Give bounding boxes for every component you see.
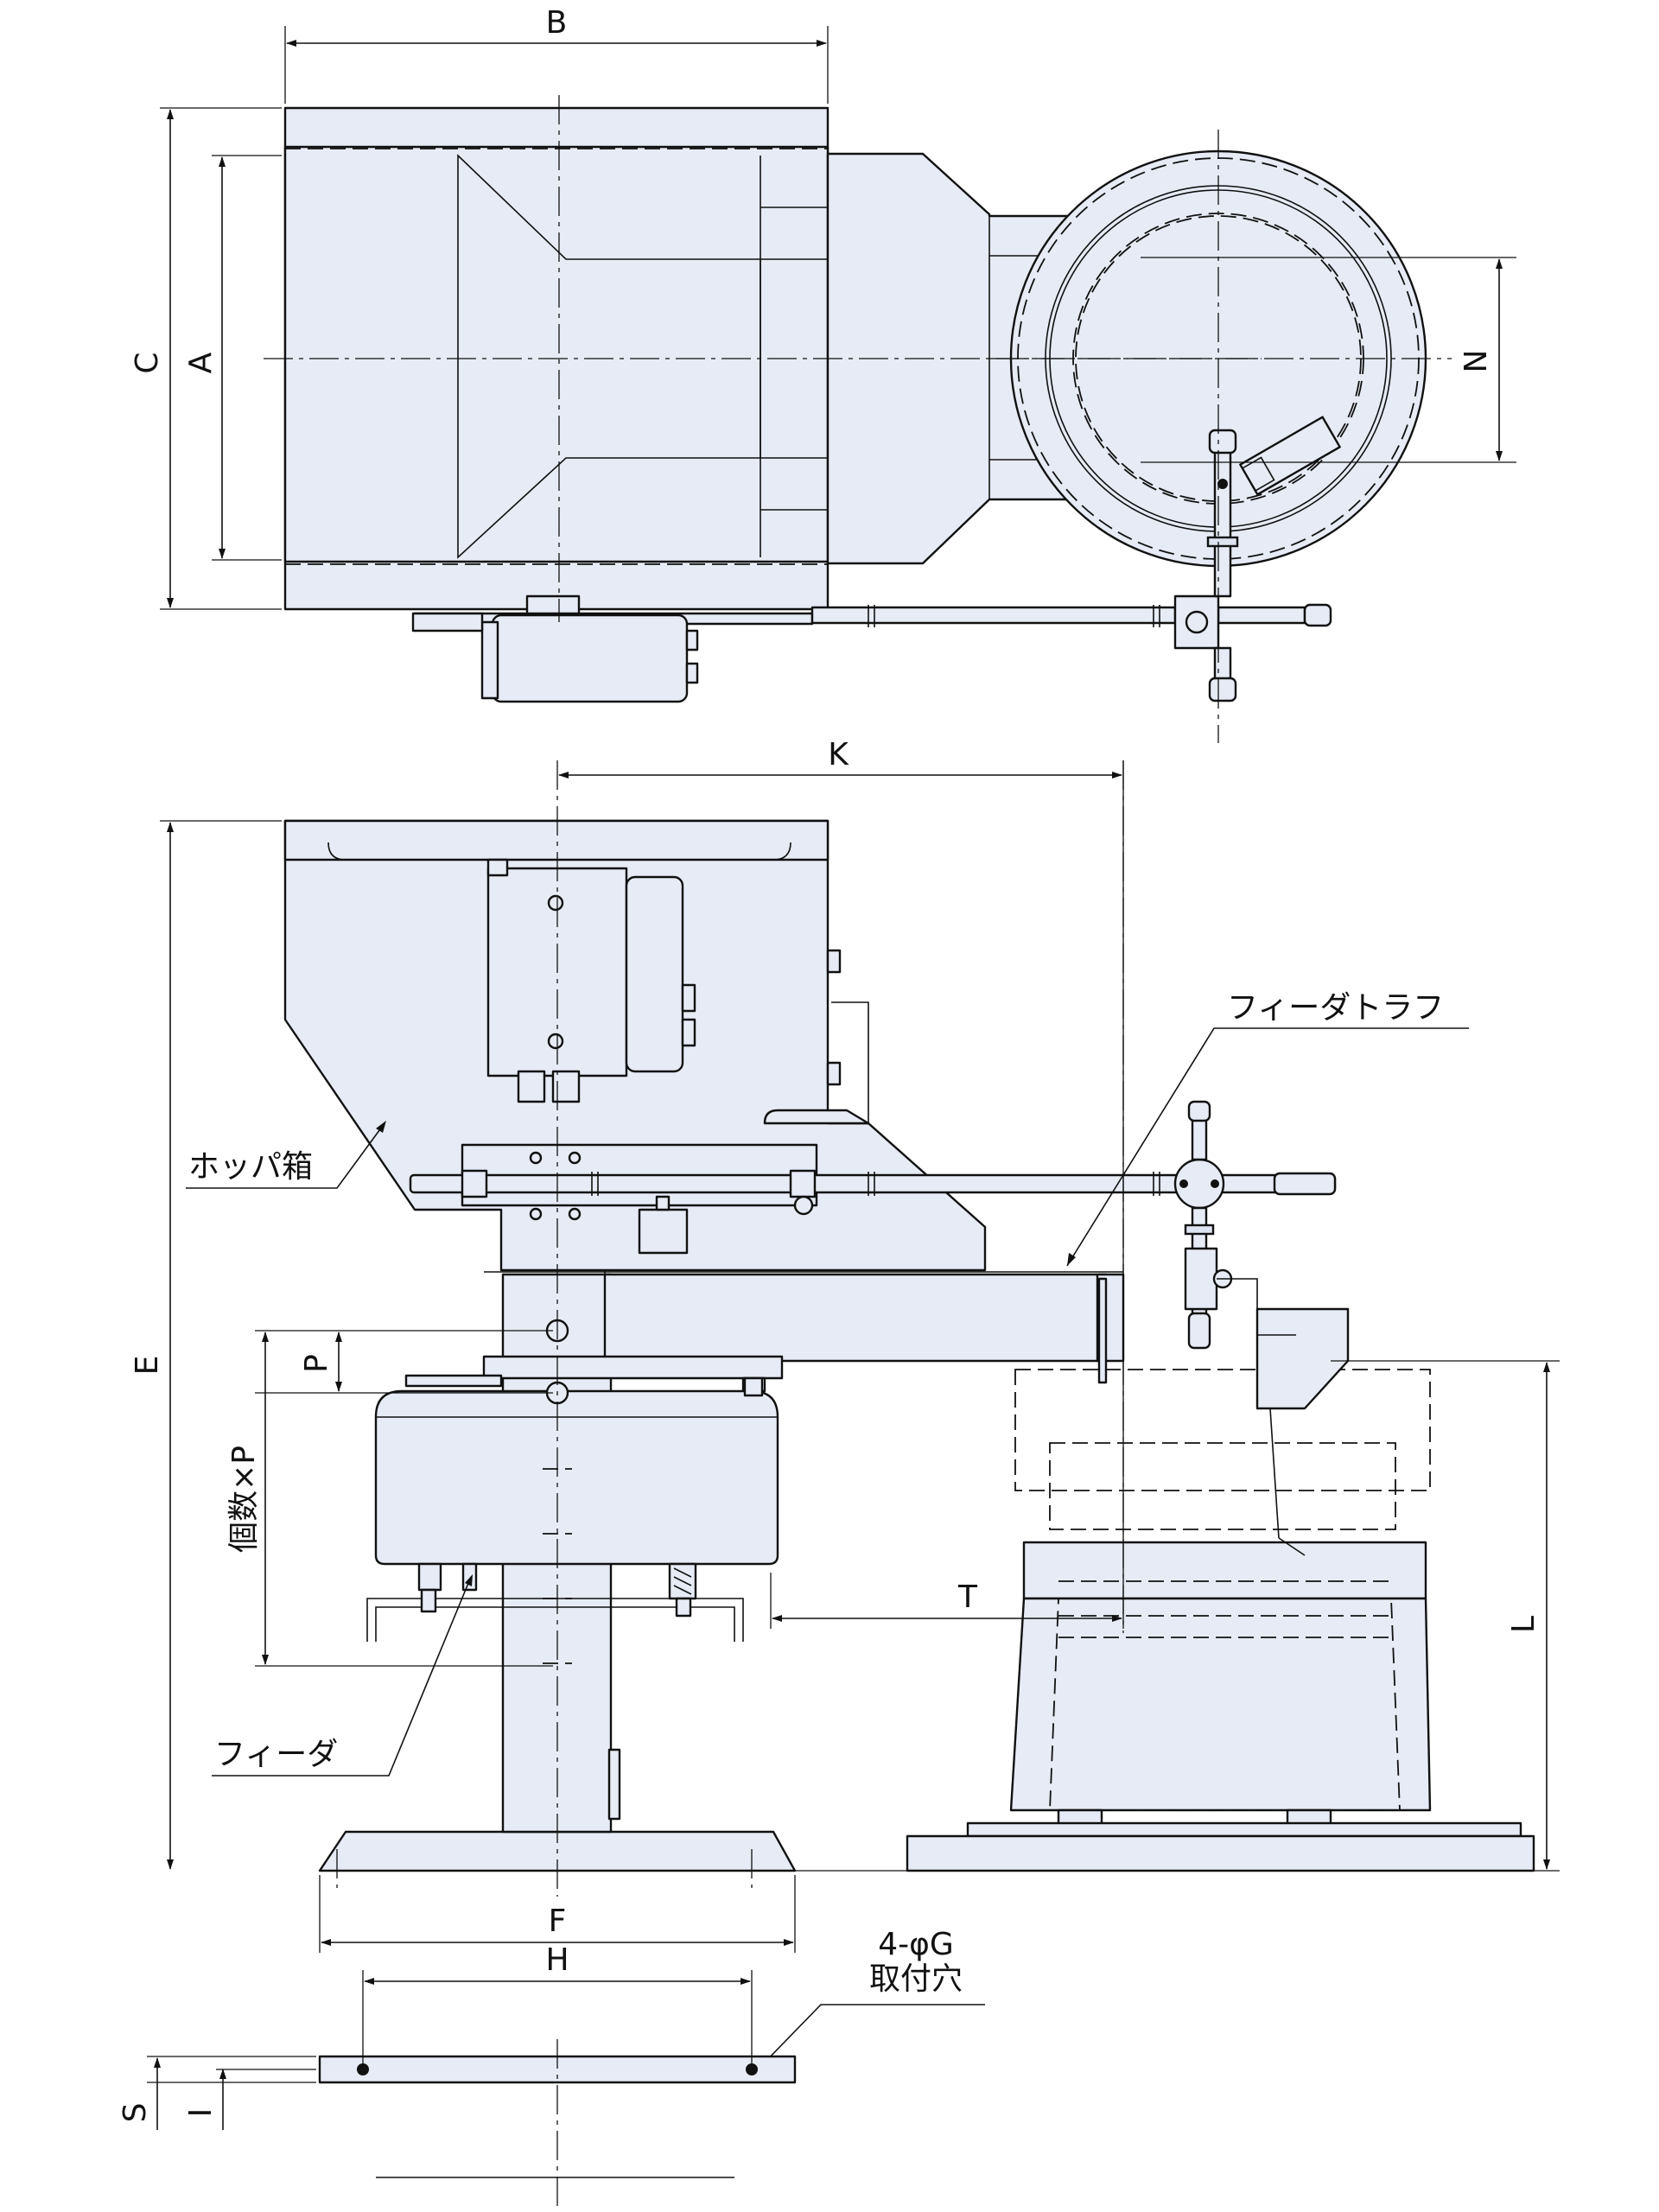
dim-H-label: H	[545, 1942, 569, 1978]
dim-L-label: L	[1506, 1616, 1541, 1633]
dim-T-label: T	[957, 1580, 978, 1615]
base-plan-view: H S I	[118, 1942, 797, 2212]
dim-P-label: P	[299, 1354, 334, 1373]
top-control-box	[491, 613, 689, 703]
connector-box	[638, 1208, 689, 1255]
top-view-dimensions: B C A N	[130, 5, 1516, 610]
label-hopper-box: ホッパ箱	[188, 1149, 313, 1185]
dim-F-label: F	[549, 1904, 567, 1939]
front-view-dimensions: K E P 個数×P T L F	[130, 737, 1560, 1953]
feeder-trough	[603, 1273, 1108, 1363]
part-labels: フィーダトラフ ホッパ箱 フィーダ 4-φG 取付穴	[186, 990, 1469, 2069]
dim-N-label: N	[1459, 350, 1494, 373]
top-hopper-inner	[283, 145, 830, 563]
dim-E-label: E	[130, 1356, 165, 1376]
dim-K-label: K	[828, 737, 849, 772]
top-view	[264, 95, 1452, 743]
dim-S-label: S	[118, 2103, 153, 2123]
label-feeder-trough: フィーダトラフ	[1227, 990, 1444, 1026]
vertical-clamp-block	[1184, 1247, 1218, 1311]
dim-count-x-P-label: 個数×P	[226, 1446, 262, 1553]
dim-C-label: C	[130, 352, 165, 373]
dim-I-label: I	[183, 2108, 219, 2118]
label-feeder: フィーダ	[214, 1737, 338, 1772]
label-mount-hole-count: 4-φG	[878, 1927, 954, 1962]
front-view	[283, 760, 1560, 1897]
dim-B-label: B	[546, 5, 568, 41]
dim-A-label: A	[183, 352, 219, 373]
bowl-feeder-front	[906, 1307, 1535, 1872]
label-mount-hole-name: 取付穴	[869, 1961, 963, 1997]
